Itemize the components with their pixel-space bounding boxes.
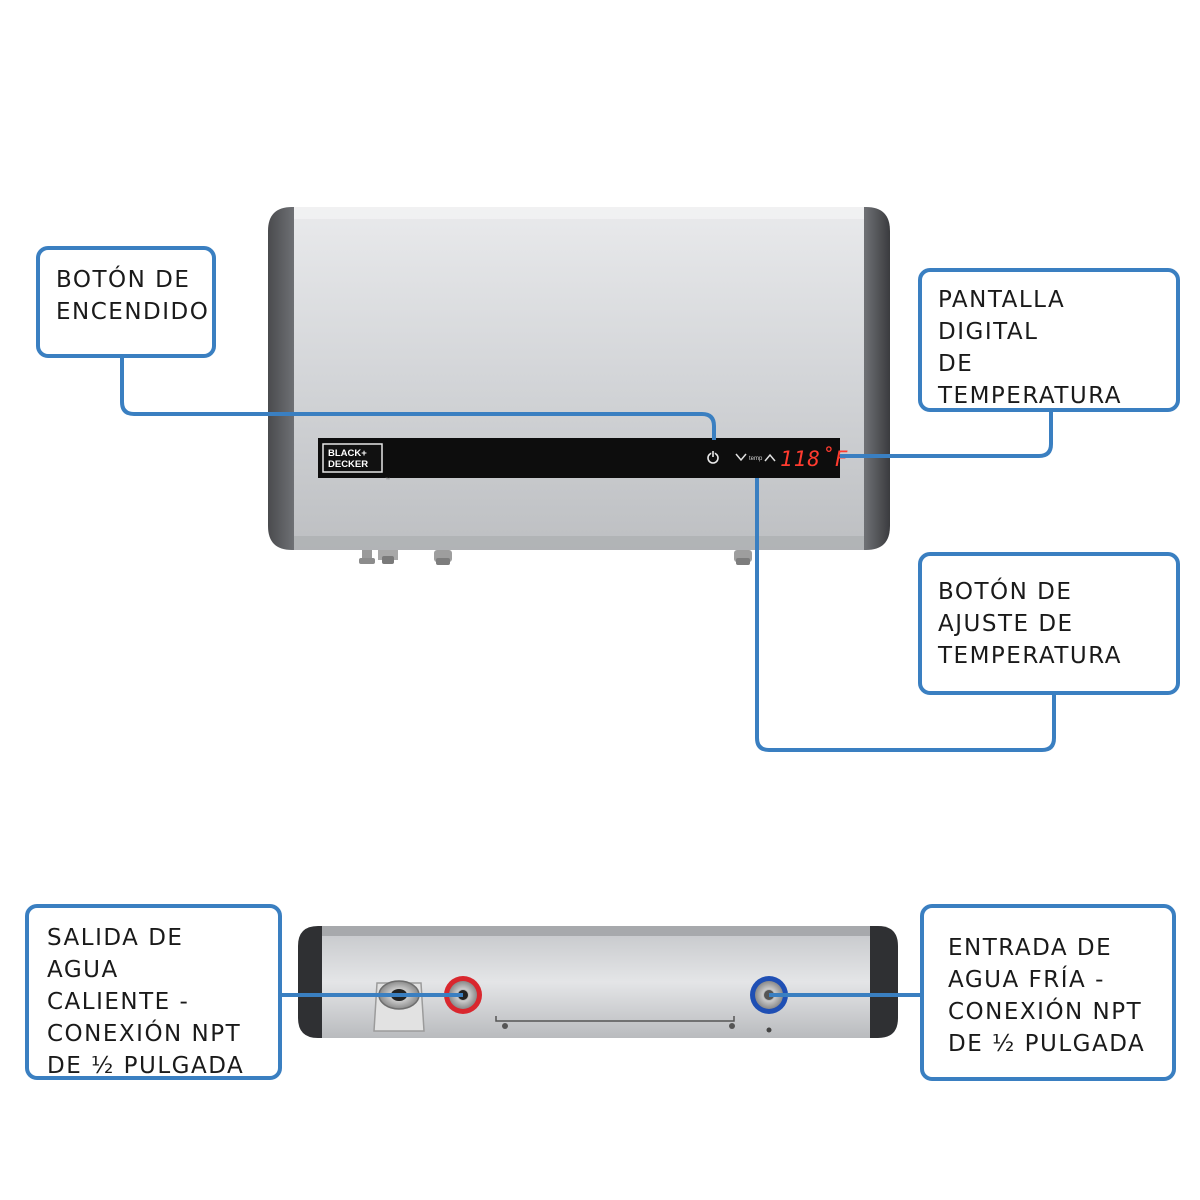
- brand-line1: BLACK+: [328, 448, 367, 459]
- callout-line: DE ½ PULGADA: [47, 1053, 245, 1079]
- control-panel: [318, 438, 840, 478]
- callout-line: SALIDA DE: [47, 925, 184, 951]
- leader-lines: [120, 356, 1056, 997]
- callout-line: ENCENDIDO: [56, 299, 210, 325]
- bottom-left-cap: [298, 926, 326, 1038]
- callout-line: BOTÓN DE: [56, 267, 191, 293]
- power-button-leader: [120, 356, 716, 440]
- callout-line: CALIENTE -: [47, 989, 190, 1015]
- display-leader: [840, 410, 1053, 458]
- callout-cold-water-inlet: ENTRADA DE AGUA FRÍA - CONEXIÓN NPT DE ½…: [920, 904, 1176, 1081]
- temp-down-icon[interactable]: [735, 453, 747, 462]
- callout-line: ENTRADA DE: [948, 935, 1113, 961]
- relief-fitting: [373, 980, 425, 1032]
- callout-line: PANTALLA: [938, 287, 1066, 313]
- callout-line: AGUA FRÍA -: [948, 967, 1105, 993]
- temp-up-icon[interactable]: [764, 453, 776, 462]
- bottom-fittings: [359, 550, 752, 565]
- callout-line: DE: [938, 351, 974, 377]
- brand-logo: [322, 443, 383, 473]
- power-icon[interactable]: [707, 451, 719, 464]
- callout-line: CONEXIÓN NPT: [948, 999, 1143, 1025]
- temp-control-label: temp: [749, 456, 763, 462]
- adjust-leader: [755, 478, 1056, 752]
- callout-hot-water-outlet: SALIDA DE AGUA CALIENTE - CONEXIÓN NPT D…: [25, 904, 282, 1080]
- heater-body: [294, 207, 864, 550]
- callout-line: DIGITAL: [938, 319, 1039, 345]
- callout-line: TEMPERATURA: [938, 383, 1122, 409]
- callout-line: TEMPERATURA: [938, 643, 1122, 669]
- heater-front-view: BLACK+ DECKER ™ temp 118˚F: [268, 207, 890, 565]
- callout-temperature-display: PANTALLA DIGITAL DE TEMPERATURA: [918, 268, 1180, 412]
- callout-line: AJUSTE DE: [938, 611, 1074, 637]
- temperature-display: 118˚F: [780, 446, 848, 471]
- brand-line2: DECKER: [328, 459, 368, 470]
- callout-line: DE ½ PULGADA: [948, 1031, 1146, 1057]
- callout-line: BOTÓN DE: [938, 579, 1073, 605]
- callout-line: AGUA: [47, 957, 119, 983]
- callout-power-button: BOTÓN DE ENCENDIDO: [36, 246, 216, 358]
- callout-line: CONEXIÓN NPT: [47, 1021, 242, 1047]
- svg-text:™: ™: [385, 477, 390, 483]
- bottom-right-cap: [866, 926, 898, 1038]
- heater-bottom-view: [298, 926, 898, 1038]
- callout-temperature-adjust: BOTÓN DE AJUSTE DE TEMPERATURA: [918, 552, 1180, 695]
